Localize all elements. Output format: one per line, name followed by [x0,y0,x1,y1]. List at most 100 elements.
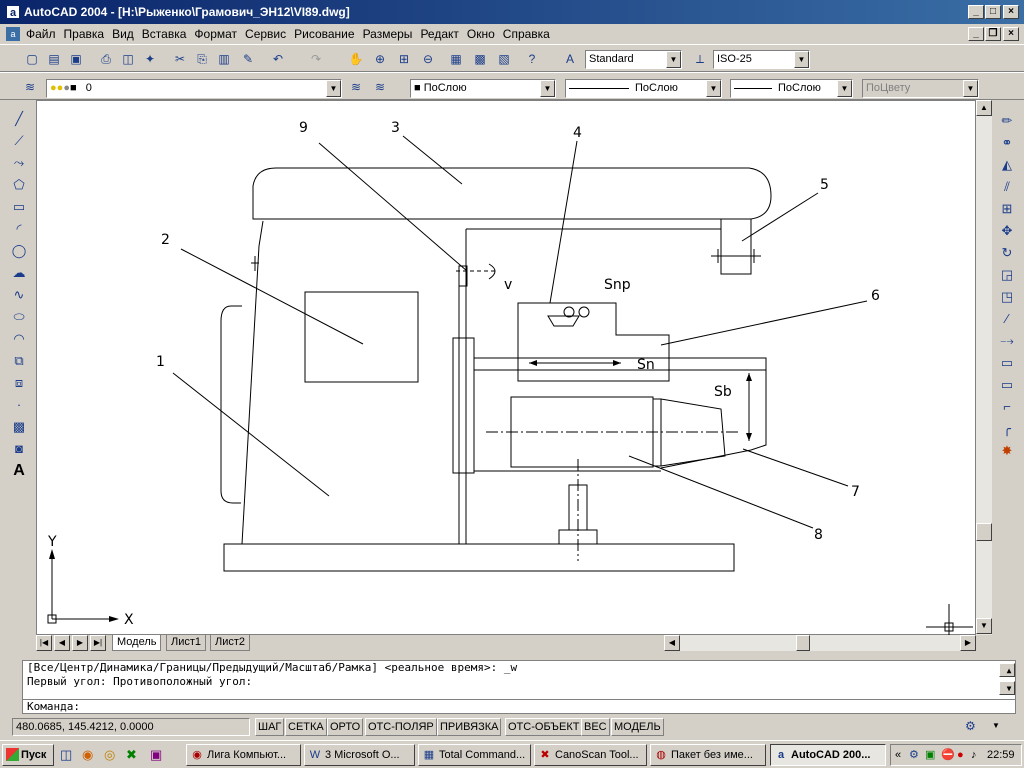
layer-select[interactable]: ●●●■ 0▼ [46,79,342,98]
tab-layout2[interactable]: Лист2 [210,635,251,651]
arc-icon[interactable]: ◜ [16,221,22,236]
minimize-icon[interactable]: _ [968,5,984,19]
scroll-left-icon[interactable]: ◀ [664,635,680,651]
snap-toggle[interactable]: ШАГ [255,718,285,736]
cmd-scroll-down-icon[interactable]: ▼ [999,681,1015,695]
lineweight-select[interactable]: ПоСлою▼ [730,79,853,98]
command-window[interactable]: [Все/Центр/Динамика/Границы/Предыдущий/М… [22,660,1016,714]
design-center-icon[interactable]: ▩ [474,52,486,66]
task-paket[interactable]: ◍Пакет без име... [650,744,766,766]
model-toggle[interactable]: МОДЕЛЬ [611,718,664,736]
fillet-icon[interactable]: ╭ [1003,421,1011,436]
tab-next-icon[interactable]: ▶ [72,635,88,651]
grid-toggle[interactable]: СЕТКА [285,718,327,736]
menu-view[interactable]: Вид [112,27,134,41]
zoom-previous-icon[interactable]: ⊖ [422,52,434,66]
maximize-icon[interactable]: □ [985,5,1001,19]
start-button[interactable]: Пуск [2,744,54,766]
tab-layout1[interactable]: Лист1 [166,635,207,651]
doc-restore-icon[interactable]: ❐ [985,27,1001,41]
revision-cloud-icon[interactable]: ☁ [12,265,26,280]
print-preview-icon[interactable]: ◫ [122,52,134,66]
scroll-down-icon[interactable]: ▼ [976,618,992,634]
cmd-scroll-up-icon[interactable]: ▲ [999,663,1015,677]
vertical-scrollbar[interactable]: ▲ ▼ [976,100,992,635]
task-canoscan[interactable]: ✖CanoScan Tool... [534,744,647,766]
menu-draw[interactable]: Рисование [294,27,355,41]
stretch-icon[interactable]: ◳ [1000,289,1014,304]
menu-edit[interactable]: Правка [63,27,105,41]
help-icon[interactable]: ? [528,52,536,66]
cut-icon[interactable]: ✂ [174,52,186,66]
quicklaunch-browser-icon[interactable]: ◉ [82,747,94,762]
rotate-icon[interactable]: ↻ [1001,245,1013,260]
osnap-toggle[interactable]: ПРИВЯЗКА [437,718,502,736]
polygon-icon[interactable]: ⬠ [13,177,25,192]
break-at-point-icon[interactable]: ▭ [1000,377,1014,392]
document-icon[interactable]: a [6,27,20,41]
region-icon[interactable]: ◙ [15,441,23,456]
scale-icon[interactable]: ◲ [1000,267,1014,282]
text-style-icon[interactable]: A [565,52,574,66]
communication-center-icon[interactable]: ⚙ [965,719,976,733]
paste-icon[interactable]: ▥ [218,52,230,66]
tray-antivirus-icon[interactable]: ⛔ [941,749,955,761]
tray-volume-icon[interactable]: ♪ [971,749,977,761]
menu-insert[interactable]: Вставка [141,27,187,41]
tray-stop-icon[interactable]: ● [957,749,964,761]
layer-previous-icon[interactable]: ≋ [374,80,386,94]
text-style-select[interactable]: Standard▼ [585,50,682,69]
scroll-up-icon[interactable]: ▲ [976,100,992,116]
array-icon[interactable]: ⊞ [1001,201,1013,216]
quicklaunch-excel-icon[interactable]: ✖ [126,747,137,762]
make-block-icon[interactable]: ⧈ [14,375,24,390]
zoom-window-icon[interactable]: ⊞ [398,52,410,66]
ellipse-arc-icon[interactable]: ◠ [13,331,25,346]
erase-icon[interactable]: ✏ [1001,113,1013,128]
circle-icon[interactable]: ◯ [11,243,27,258]
construction-line-icon[interactable]: ⟋ [14,133,24,148]
dim-style-icon[interactable]: ⟂ [695,52,704,66]
properties-icon[interactable]: ▦ [450,52,462,66]
trim-icon[interactable]: ⁄ [1005,311,1009,326]
menu-dimension[interactable]: Размеры [362,27,413,41]
otrack-toggle[interactable]: ОТС-ОБЪЕКТ [505,718,583,736]
menu-window[interactable]: Окно [466,27,495,41]
explode-icon[interactable]: ✸ [1001,443,1013,458]
lineweight-toggle[interactable]: ВЕС [581,718,610,736]
tab-prev-icon[interactable]: ◀ [54,635,70,651]
offset-icon[interactable]: ⫽ [1004,179,1010,194]
dim-style-select[interactable]: ISO-25▼ [713,50,810,69]
quicklaunch-media-icon[interactable]: ▣ [150,747,163,762]
ellipse-icon[interactable]: ⬭ [13,309,25,324]
zoom-realtime-icon[interactable]: ⊕ [374,52,386,66]
spline-icon[interactable]: ∿ [13,287,25,302]
match-properties-icon[interactable]: ✎ [242,52,254,66]
tab-first-icon[interactable]: |◀ [36,635,52,651]
new-file-icon[interactable]: ▢ [26,52,38,66]
copy-icon[interactable]: ⎘ [197,52,207,66]
publish-icon[interactable]: ✦ [144,52,156,66]
doc-close-icon[interactable]: × [1003,27,1019,41]
tray-monitor-icon[interactable]: ▣ [925,749,936,761]
line-icon[interactable]: ╱ [15,111,23,126]
mirror-icon[interactable]: ◭ [1002,157,1012,172]
doc-minimize-icon[interactable]: _ [968,27,984,41]
chamfer-icon[interactable]: ⌐ [1003,399,1011,414]
status-menu-icon[interactable]: ▼ [992,721,1000,730]
drawing-area[interactable]: 1 2 3 4 5 6 7 8 9 Snp Sn Sb v Y X [36,100,976,636]
horizontal-scrollbar[interactable] [680,635,960,651]
menu-tools[interactable]: Сервис [245,27,287,41]
menu-modify[interactable]: Редакт [420,27,459,41]
print-icon[interactable]: ⎙ [101,52,111,66]
linetype-select[interactable]: ПоСлою▼ [565,79,722,98]
tool-palettes-icon[interactable]: ▧ [498,52,510,66]
open-file-icon[interactable]: ▤ [48,52,60,66]
color-select[interactable]: ■ ПоСлою▼ [410,79,556,98]
task-total-commander[interactable]: ▦Total Command... [418,744,531,766]
insert-block-icon[interactable]: ⧉ [14,353,24,368]
close-icon[interactable]: × [1003,5,1019,19]
quicklaunch-desktop-icon[interactable]: ◫ [60,747,73,762]
tray-expand-icon[interactable]: « [895,749,902,761]
